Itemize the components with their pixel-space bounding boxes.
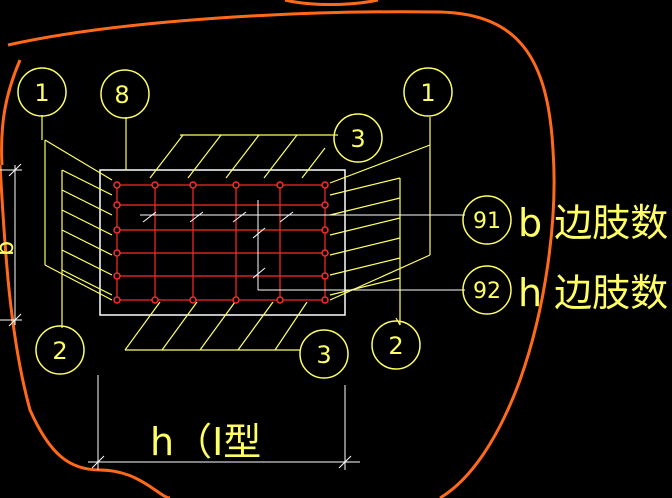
section-outline — [99, 169, 346, 316]
bottom-stirrup-hatch — [124, 301, 308, 351]
callout-top-left: 1 — [34, 79, 49, 107]
callout-top-mid: 8 — [114, 81, 129, 109]
right-stirrup-hatch — [329, 144, 431, 325]
callout-b-side: 91 — [473, 209, 501, 234]
b-side-label: b 边肢数 — [518, 201, 668, 245]
callout-lower-stirrup: 3 — [316, 341, 331, 369]
dimension-h-label: h（I型 — [150, 420, 261, 464]
left-stirrup-hatch — [44, 139, 113, 325]
callout-upper-stirrup: 3 — [350, 125, 365, 153]
dimension-b-label: b — [0, 241, 19, 256]
callout-h-side: 92 — [473, 279, 501, 304]
dimension-lines — [0, 163, 360, 470]
internal-leaders — [140, 200, 465, 291]
callout-bottom-left: 2 — [52, 337, 67, 365]
markup-curve — [0, 0, 556, 498]
rebar-dots — [113, 181, 329, 304]
rebar-grid — [116, 184, 326, 301]
h-side-label: h 边肢数 — [518, 271, 668, 315]
callout-bottom-right: 2 — [388, 332, 403, 360]
top-stirrup-hatch — [149, 134, 330, 179]
callout-circles — [17, 67, 512, 379]
callout-top-right: 1 — [420, 79, 435, 107]
